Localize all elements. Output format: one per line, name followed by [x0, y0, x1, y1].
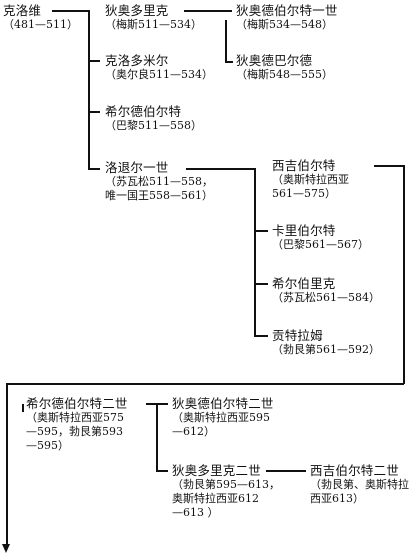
node-name: 卡里伯尔特 — [272, 223, 336, 238]
node-theudebald: 狄奥德巴尔德 （梅斯548—555） — [236, 53, 333, 82]
connector-line — [88, 60, 100, 62]
node-reign: 561—575） — [272, 187, 336, 200]
arrow-down-icon — [2, 544, 10, 553]
node-reign: （481—511） — [3, 18, 78, 31]
connector-line — [52, 10, 89, 12]
connector-line — [88, 10, 90, 168]
node-name: 西吉伯尔特 — [272, 158, 336, 173]
node-reign: 西亚613） — [310, 492, 364, 505]
node-reign: （苏瓦松561—584） — [272, 291, 380, 304]
node-charibert-i: 卡里伯尔特 （巴黎561—567） — [272, 223, 369, 252]
node-name: 克洛多米尔 — [105, 53, 169, 68]
node-reign: —613 ） — [172, 506, 219, 519]
connector-line — [6, 383, 404, 385]
node-name: 希尔德伯尔特 — [105, 104, 182, 119]
connector-line — [6, 383, 8, 546]
node-reign: （苏瓦松511—558， — [105, 175, 213, 188]
node-name: 克洛维 — [3, 3, 42, 18]
node-name: 狄奥德伯尔特一世 — [236, 3, 338, 18]
node-theudebert-ii: 狄奥德伯尔特二世 （奥斯特拉西亚595 —612） — [172, 396, 274, 439]
connector-line — [254, 335, 268, 337]
connector-line — [374, 165, 404, 167]
node-chilperic-i: 希尔伯里克 （苏瓦松561—584） — [272, 276, 380, 305]
node-name: 狄奥多里克二世 — [172, 463, 261, 478]
connector-line — [186, 168, 254, 170]
node-childebert-i: 希尔德伯尔特 （巴黎511—558） — [105, 104, 202, 133]
connector-line — [22, 404, 24, 412]
node-name: 狄奥德伯尔特二世 — [172, 396, 274, 411]
node-reign: （巴黎511—558） — [105, 119, 202, 132]
node-clovis: 克洛维 （481—511） — [3, 3, 78, 32]
node-reign: —595） — [26, 439, 69, 452]
connector-line — [254, 283, 268, 285]
node-reign: （梅斯548—555） — [236, 68, 333, 81]
connector-line — [184, 10, 232, 12]
node-reign: （奥尔良511—534） — [105, 68, 213, 81]
connector-line — [88, 168, 100, 170]
node-sigebert-ii: 西吉伯尔特二世 （勃艮第、奥斯特拉 西亚613） — [310, 463, 409, 506]
node-reign: 唯一国王558—561） — [105, 189, 213, 202]
node-name: 西吉伯尔特二世 — [310, 463, 399, 478]
node-childebert-ii: 希尔德伯尔特二世 （奥斯特拉西亚575 —595，勃艮第593 —595） — [26, 396, 128, 453]
node-guntram: 贡特拉姆 （勃艮第561—592） — [272, 328, 380, 357]
connector-line — [156, 403, 158, 471]
node-chlothar-i: 洛退尔一世 （苏瓦松511—558， 唯一国王558—561） — [105, 160, 213, 203]
connector-line — [156, 470, 168, 472]
node-reign: （巴黎561—567） — [272, 238, 369, 251]
node-sigebert-i: 西吉伯尔特 （奥斯特拉西亚 561—575） — [272, 158, 349, 201]
node-reign: —612） — [172, 425, 215, 438]
node-reign: （勃艮第595—613， — [172, 478, 280, 491]
node-name: 狄奥多里克 — [105, 3, 169, 18]
connector-line — [254, 168, 256, 336]
connector-line — [266, 470, 306, 472]
node-reign: —595，勃艮第593 — [26, 425, 123, 438]
node-reign: （奥斯特拉西亚575 — [26, 411, 124, 424]
node-name: 贡特拉姆 — [272, 328, 323, 343]
node-reign: （勃艮第561—592） — [272, 343, 380, 356]
node-name: 狄奥德巴尔德 — [236, 53, 313, 68]
node-reign: （奥斯特拉西亚 — [272, 173, 349, 186]
connector-line — [225, 20, 227, 62]
connector-line — [403, 165, 405, 384]
node-reign: （奥斯特拉西亚595 — [172, 411, 270, 424]
node-name: 希尔伯里克 — [272, 276, 336, 291]
node-theuderic-i: 狄奥多里克 （梅斯511—534） — [105, 3, 202, 32]
node-theudebert-i: 狄奥德伯尔特一世 （梅斯534—548） — [236, 3, 338, 32]
node-reign: 奥斯特拉西亚612 — [172, 492, 259, 505]
node-reign: （勃艮第、奥斯特拉 — [310, 478, 409, 491]
node-chlodomer: 克洛多米尔 （奥尔良511—534） — [105, 53, 213, 82]
node-name: 洛退尔一世 — [105, 160, 169, 175]
node-reign: （梅斯511—534） — [105, 18, 202, 31]
node-theuderic-ii: 狄奥多里克二世 （勃艮第595—613， 奥斯特拉西亚612 —613 ） — [172, 463, 280, 520]
connector-line — [225, 61, 233, 63]
node-name: 希尔德伯尔特二世 — [26, 396, 128, 411]
connector-line — [88, 111, 100, 113]
connector-line — [254, 230, 268, 232]
node-reign: （梅斯534—548） — [236, 18, 333, 31]
